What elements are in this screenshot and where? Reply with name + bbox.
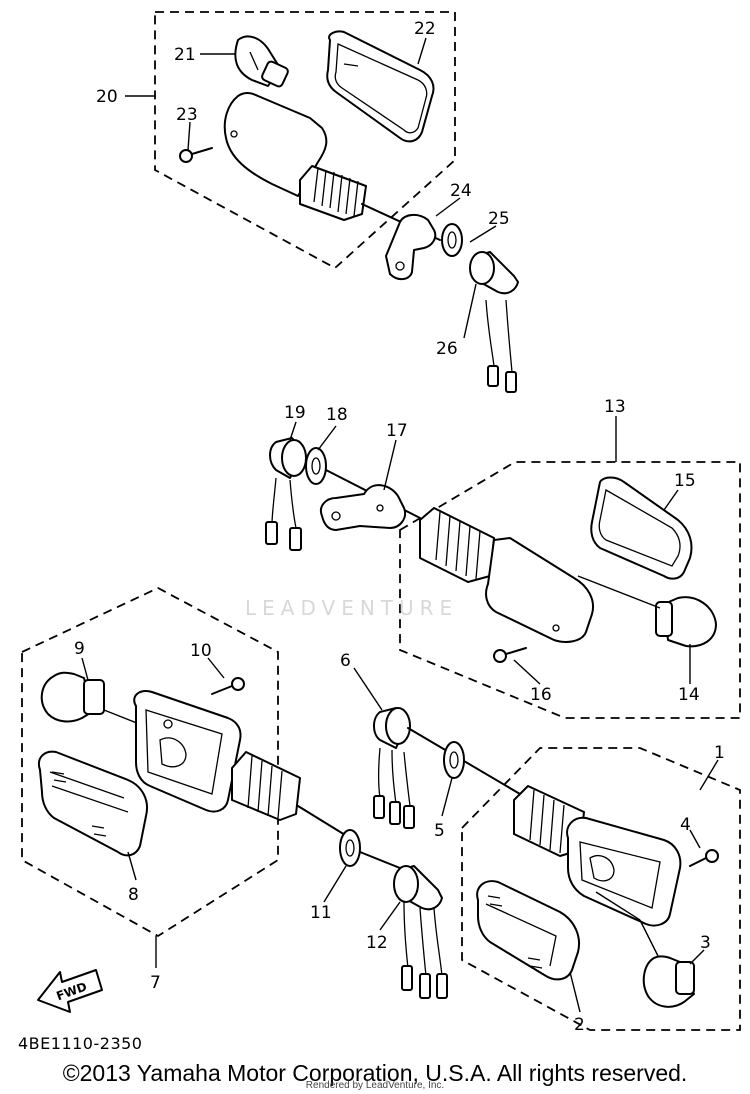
callout-22: 22: [414, 19, 436, 39]
callout-11: 11: [310, 903, 332, 923]
screw-16: [493, 647, 527, 663]
fwd-arrow: FWD: [37, 969, 103, 1013]
assembly-1-group: [461, 747, 741, 1031]
callout-26: 26: [436, 339, 458, 359]
copyright-notice: ©2013 Yamaha Motor Corporation, U.S.A. A…: [62, 1060, 688, 1086]
callout-2: 2: [574, 1015, 585, 1035]
bracket-17: [320, 484, 406, 531]
screw-23: [179, 147, 213, 163]
screw-10: [211, 677, 245, 695]
callout-15: 15: [674, 471, 696, 491]
callout-13: 13: [604, 397, 626, 417]
callout-25: 25: [488, 209, 510, 229]
callout-9: 9: [74, 639, 85, 659]
socket-cord-19: [265, 437, 307, 551]
callout-5: 5: [434, 821, 445, 841]
callout-18: 18: [326, 405, 348, 425]
lens-2: [476, 880, 580, 981]
assembly-7-group: [21, 586, 351, 938]
housing-7: [133, 690, 351, 839]
grommet-11: [339, 829, 401, 869]
callout-3: 3: [700, 933, 711, 953]
lens-15: [590, 476, 693, 580]
socket-cord-12: [393, 865, 448, 999]
callout-4: 4: [680, 815, 691, 835]
lens-22: [326, 30, 435, 143]
housing-1: [513, 785, 682, 961]
callout-17: 17: [386, 421, 408, 441]
leadventure-watermark: LEADVENTURE: [245, 596, 459, 620]
callout-leaders: [81, 37, 719, 1013]
callout-12: 12: [366, 933, 388, 953]
housing-13: [419, 507, 594, 643]
callout-6: 6: [340, 651, 351, 671]
rendered-by-notice: Rendered by LeadVenture, Inc.: [305, 1080, 445, 1091]
callout-7: 7: [150, 973, 161, 993]
bracket-24: [385, 214, 437, 280]
bulb-14: [577, 575, 717, 648]
bulb-21: [234, 35, 289, 88]
callout-10: 10: [190, 641, 212, 661]
callout-numbers: 1 2 3 4 5 6 7 8 9 10 11 12 13 14 15 16 1…: [74, 19, 725, 1035]
callout-14: 14: [678, 685, 700, 705]
callout-20: 20: [96, 87, 118, 107]
grommet-5: [443, 741, 465, 779]
socket-cord-6: [373, 707, 521, 829]
callout-1: 1: [714, 743, 725, 763]
callout-21: 21: [174, 45, 196, 65]
screw-4: [689, 849, 719, 867]
callout-23: 23: [176, 105, 198, 125]
lens-8: [38, 750, 148, 857]
housing-20: [223, 92, 441, 241]
socket-cord-26: [469, 251, 519, 393]
callout-19: 19: [284, 403, 306, 423]
diagram-reference-code: 4BE1110-2350: [18, 1034, 143, 1053]
assembly-20-group: [154, 11, 519, 393]
callout-24: 24: [450, 181, 472, 201]
assembly-13-group: [265, 437, 741, 719]
grommet-25: [441, 223, 463, 257]
callout-16: 16: [530, 685, 552, 705]
bulb-3: [642, 955, 695, 1008]
callout-8: 8: [128, 885, 139, 905]
